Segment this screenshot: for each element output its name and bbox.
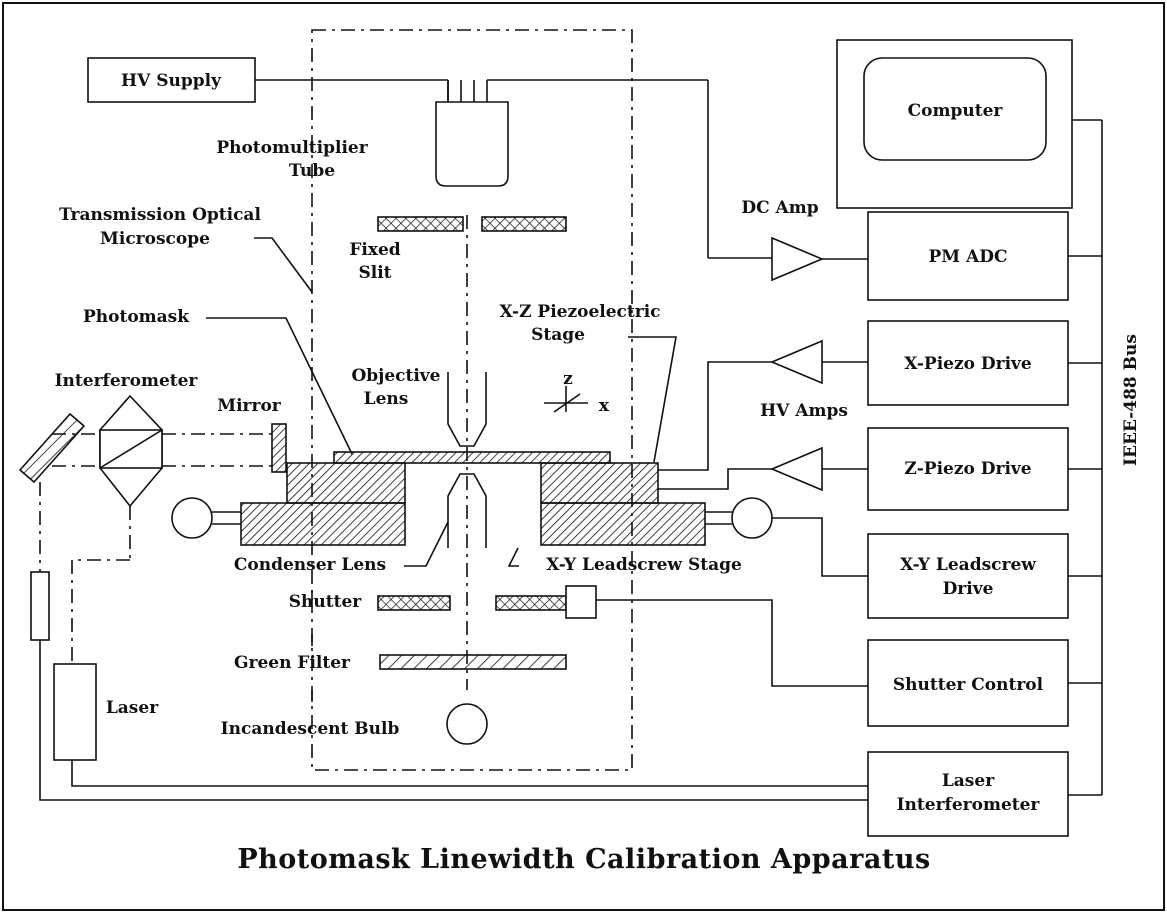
axis-z-label: z (563, 369, 573, 389)
axis-indicator: z x (544, 369, 610, 416)
xz-stage-left (286, 462, 406, 504)
laser-label: Laser (106, 698, 159, 718)
dc-amp: DC Amp (741, 198, 868, 282)
photomask-plate (333, 451, 611, 464)
photomask-label: Photomask (83, 307, 190, 327)
shutter-control-label: Shutter Control (893, 675, 1044, 695)
xy-stage-right (540, 502, 706, 546)
xy-drive-label-line2: Drive (943, 579, 994, 599)
z-piezo-amp (658, 446, 868, 492)
pmt-label-line1: Photomultiplier (216, 138, 368, 158)
condenser-leader (404, 521, 449, 567)
xy-drive-label-line1: X-Y Leadscrew (900, 555, 1036, 575)
axis-x-label: x (599, 396, 610, 416)
xy-leadscrew-drive-block: X-Y Leadscrew Drive (867, 533, 1069, 619)
photomask-leader (206, 317, 353, 455)
pmt-label-line2: Tube (289, 161, 335, 181)
ieee-bus-label: IEEE-488 Bus (1121, 334, 1141, 466)
laser-beams (39, 433, 272, 664)
computer-label: Computer (908, 101, 1004, 121)
objective-label-line1: Objective (351, 366, 440, 386)
laser-interferometer-label-line2: Interferometer (897, 795, 1041, 815)
laser-source: Laser (30, 571, 159, 761)
computer-block: Computer (836, 39, 1073, 209)
leadscrew-knob-right (705, 497, 868, 577)
condenser-lens-label: Condenser Lens (234, 555, 386, 575)
z-piezo-drive-block: Z-Piezo Drive (867, 427, 1069, 511)
fixed-slit: Fixed Slit (349, 216, 567, 283)
laser-reference-line (39, 640, 868, 801)
mirror-label: Mirror (217, 396, 282, 416)
interferometer-prism (99, 394, 163, 508)
pm-adc-label: PM ADC (929, 247, 1008, 267)
shutter-label: Shutter (289, 592, 363, 612)
tom-label-line1: Transmission Optical (59, 205, 261, 225)
laser-interferometer-block: Laser Interferometer (867, 751, 1069, 837)
hv-amps-label: HV Amps (760, 401, 848, 421)
x-piezo-drive-block: X-Piezo Drive (867, 320, 1069, 406)
turning-mirror (18, 412, 86, 484)
condenser-lens (447, 473, 487, 548)
xy-stage-label: X-Y Leadscrew Stage (546, 555, 742, 575)
incandescent-bulb-label: Incandescent Bulb (221, 719, 400, 739)
interferometer-label: Interferometer (55, 371, 199, 391)
tom-label-line2: Microscope (100, 229, 210, 249)
tom-leader (254, 237, 313, 293)
mirror (271, 423, 287, 473)
green-filter-label: Green Filter (234, 653, 351, 673)
photomultiplier-tube (435, 79, 772, 259)
laser-interferometer-label-line1: Laser (942, 771, 995, 791)
z-piezo-drive-label: Z-Piezo Drive (904, 459, 1031, 479)
hv-supply-label: HV Supply (121, 71, 222, 91)
xz-stage-label-line1: X-Z Piezoelectric (499, 302, 660, 322)
dc-amp-label: DC Amp (741, 198, 818, 218)
objective-label-line2: Lens (364, 389, 409, 409)
ieee-bus: IEEE-488 Bus (1068, 119, 1141, 796)
shutter-control-block: Shutter Control (867, 639, 1069, 727)
xy-stage-left (240, 502, 406, 546)
xz-stage-leader (628, 336, 677, 463)
xz-stage-label-line2: Stage (531, 325, 585, 345)
hv-supply-block: HV Supply (87, 57, 256, 103)
x-piezo-amp (658, 339, 868, 471)
shutter (377, 585, 868, 687)
fixed-slit-label-line2: Slit (358, 263, 391, 283)
microscope-enclosure (311, 29, 633, 771)
fixed-slit-label-line1: Fixed (349, 240, 400, 260)
leadscrew-knob-left (171, 497, 241, 539)
incandescent-bulb (446, 703, 488, 745)
diagram-title: Photomask Linewidth Calibration Apparatu… (237, 844, 930, 875)
objective-lens (447, 372, 487, 447)
xy-stage-leader (507, 547, 519, 567)
x-piezo-drive-label: X-Piezo Drive (904, 354, 1032, 374)
laser-signal-line (71, 760, 868, 787)
pm-adc-block: PM ADC (867, 211, 1069, 301)
green-filter (379, 654, 567, 670)
xz-stage-right (540, 462, 659, 504)
